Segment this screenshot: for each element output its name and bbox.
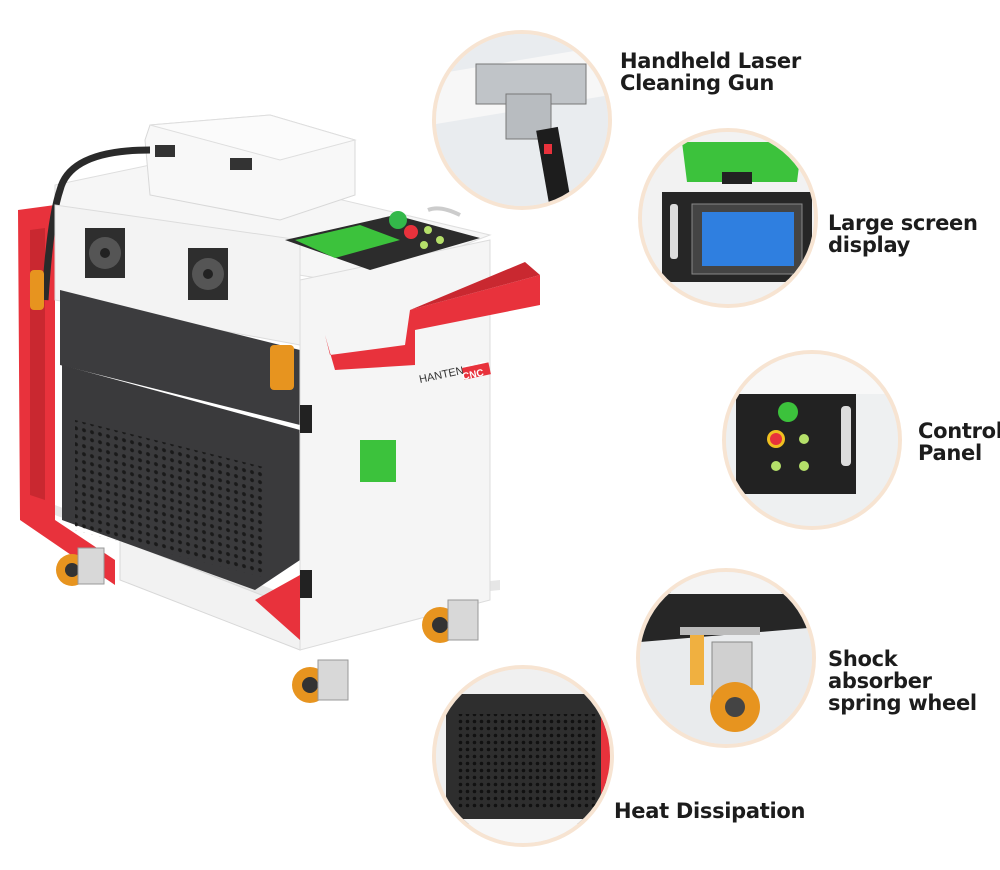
- spring-wheel-icon: [640, 572, 812, 744]
- callout-screen: [638, 128, 818, 308]
- fan-right: [188, 248, 228, 300]
- red-frame-right: [325, 275, 540, 370]
- dark-panel-upper: [60, 290, 300, 425]
- vent-holes: [75, 420, 265, 578]
- control-panel-icon: [726, 354, 898, 526]
- green-indicator: [360, 440, 396, 482]
- laser-gun-icon: [436, 34, 608, 206]
- wheel-rear-left: [56, 547, 105, 586]
- fan-left: [85, 228, 125, 278]
- wheel-front-right: [422, 599, 479, 643]
- callout-spring-wheel: [636, 568, 816, 748]
- cable: [41, 146, 151, 301]
- display-screen-icon: [642, 132, 814, 304]
- svg-text:CNC: CNC: [461, 368, 484, 383]
- screen-cover-green: [295, 225, 400, 258]
- callout-heat-dissipation: [432, 665, 614, 847]
- vent-panel-icon: [436, 669, 610, 843]
- callout-control-panel: [722, 350, 902, 530]
- callout-laser-gun: [432, 30, 612, 210]
- wheel-front-left: [292, 659, 349, 703]
- label-heat-dissipation: Heat Dissipation: [614, 799, 806, 823]
